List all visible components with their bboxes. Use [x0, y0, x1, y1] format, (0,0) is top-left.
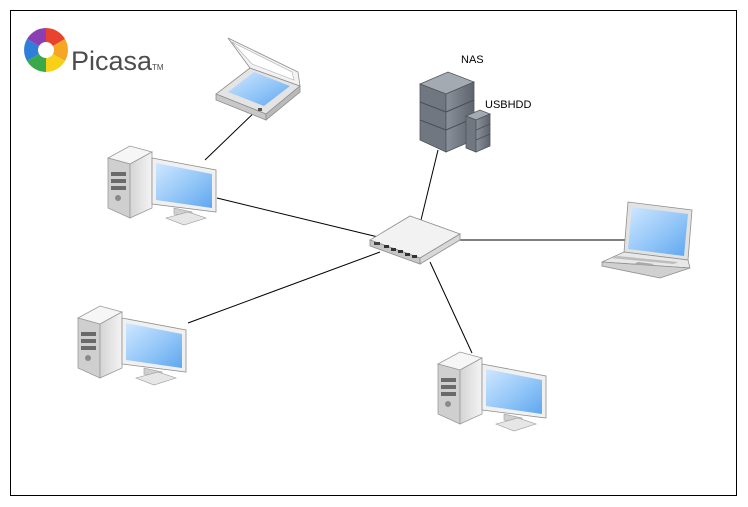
link-desktop3-switch	[429, 261, 473, 354]
usb-hdd-icon	[464, 109, 492, 153]
scanner-icon	[215, 37, 301, 121]
link-nas-switch	[420, 149, 439, 221]
desktop-computer-icon	[77, 305, 187, 386]
laptop-icon	[601, 201, 693, 279]
link-desktop2-switch	[187, 251, 381, 324]
trademark-mark: TM	[152, 63, 164, 72]
usbhdd-label: USBHDD	[485, 99, 532, 111]
connection-lines	[187, 106, 625, 354]
desktop-computer-icon	[107, 145, 217, 226]
picasa-wordmark: Picasa	[71, 46, 153, 76]
picasa-logo: Picasa TM	[24, 28, 164, 76]
nas-label: NAS	[461, 54, 484, 66]
desktop-computer-icon	[437, 351, 547, 432]
link-desktop1-switch	[216, 197, 379, 238]
link-scanner-desktop	[204, 106, 261, 161]
diagram-frame	[10, 10, 737, 496]
network-switch-icon	[369, 215, 461, 265]
